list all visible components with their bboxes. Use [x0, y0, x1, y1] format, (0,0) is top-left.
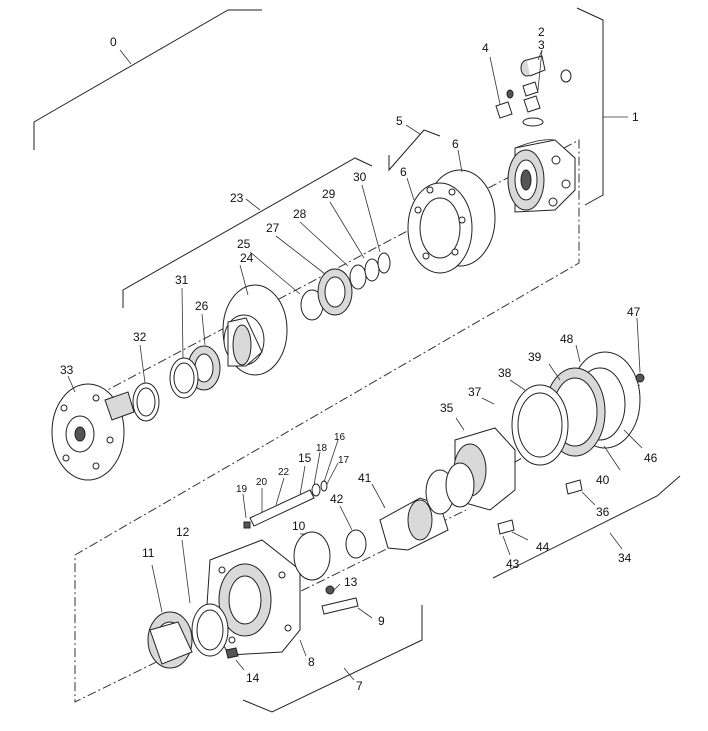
label-part-9: 9 [378, 614, 385, 628]
label-part-30: 30 [353, 170, 367, 184]
label-part-24: 24 [240, 251, 254, 265]
label-part-48: 48 [560, 332, 574, 346]
label-part-11: 11 [142, 546, 155, 560]
label-part-26: 26 [195, 299, 209, 313]
label-part-32: 32 [133, 330, 147, 344]
label-part-25: 25 [237, 237, 251, 251]
label-part-19: 19 [236, 484, 248, 495]
part-number-labels: 0 1 2 3 4 5 6 6 7 8 9 10 11 12 13 14 15 … [60, 25, 658, 693]
label-part-10: 10 [292, 519, 306, 533]
part-lower-housing [205, 531, 373, 657]
label-part-41: 41 [358, 471, 372, 485]
label-part-20: 20 [256, 477, 268, 488]
label-part-44: 44 [536, 540, 550, 554]
part-front-hub [147, 539, 245, 671]
label-part-43: 43 [506, 557, 520, 571]
label-part-27: 27 [266, 221, 280, 235]
label-part-31: 31 [175, 273, 189, 287]
label-part-17: 17 [338, 455, 350, 466]
label-part-4: 4 [482, 41, 489, 55]
label-part-39: 39 [528, 350, 542, 364]
label-part-5: 5 [396, 114, 403, 128]
bracket-1 [576, 7, 604, 206]
part-shaft-gear [339, 462, 475, 559]
label-part-42: 42 [330, 492, 344, 506]
label-part-1: 1 [632, 110, 639, 124]
label-part-13: 13 [344, 575, 358, 589]
label-part-6a: 6 [452, 137, 459, 151]
part-front-housing [507, 139, 576, 213]
label-part-40: 40 [596, 473, 610, 487]
label-part-28: 28 [293, 207, 307, 221]
label-part-37: 37 [468, 385, 482, 399]
label-part-3: 3 [538, 38, 545, 52]
label-part-34: 34 [618, 551, 632, 565]
label-part-38: 38 [498, 366, 512, 380]
part-output-flange [51, 375, 135, 481]
label-part-47: 47 [627, 305, 641, 319]
part-valve-spool [242, 439, 339, 529]
label-part-6b: 6 [400, 165, 407, 179]
label-part-15: 15 [298, 451, 312, 465]
label-part-22: 22 [278, 467, 290, 478]
bracket-5 [388, 129, 441, 172]
label-part-14: 14 [246, 671, 260, 685]
label-part-2: 2 [538, 25, 545, 39]
bracket-23 [122, 157, 373, 308]
bracket-7 [242, 605, 423, 713]
part-valve-parts [489, 49, 572, 127]
label-part-29: 29 [322, 187, 336, 201]
part-bearing-seal [132, 287, 221, 422]
label-part-18: 18 [316, 443, 328, 454]
label-part-7: 7 [356, 679, 363, 693]
part-brake-discs [406, 149, 496, 274]
label-part-46: 46 [644, 451, 658, 465]
label-part-16: 16 [334, 432, 346, 443]
label-part-8: 8 [308, 655, 315, 669]
label-part-0: 0 [110, 35, 117, 49]
label-part-33: 33 [60, 363, 74, 377]
label-part-12: 12 [176, 525, 190, 539]
bracket-34 [492, 475, 681, 579]
group-brackets [33, 7, 681, 713]
part-hub-assembly [222, 184, 391, 376]
label-part-35: 35 [440, 401, 454, 415]
part-rear-planetary [453, 317, 645, 556]
bracket-0 [33, 9, 262, 150]
label-part-36: 36 [596, 505, 610, 519]
label-part-23: 23 [230, 191, 244, 205]
